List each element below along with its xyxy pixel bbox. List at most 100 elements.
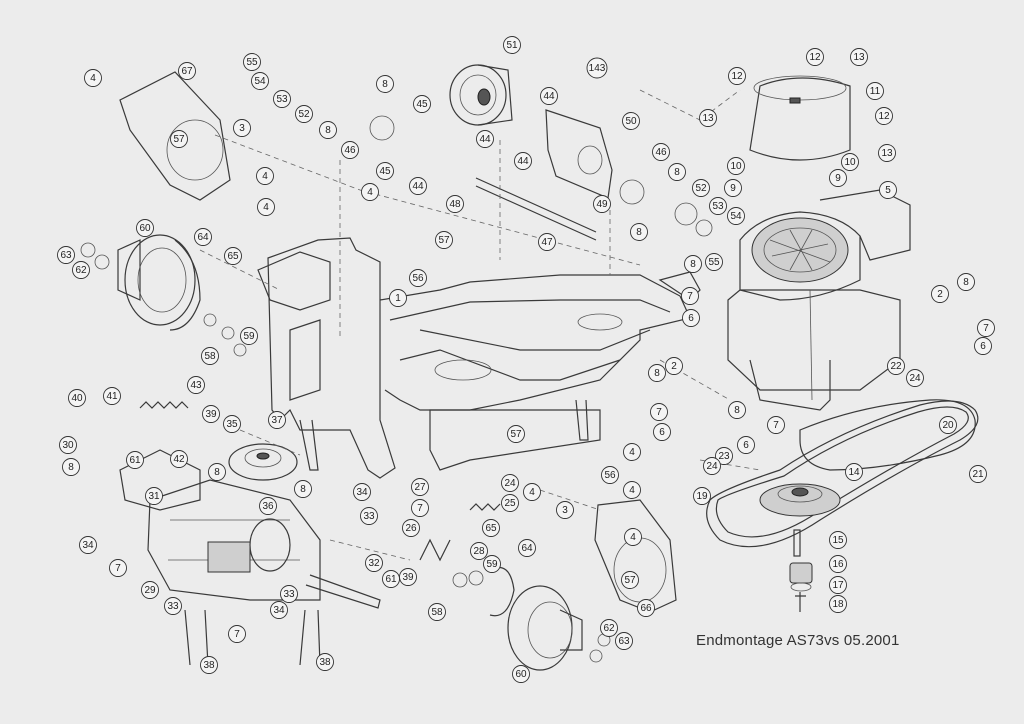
callout-circle — [482, 519, 500, 537]
part-callout-60-1: 60 — [136, 219, 154, 237]
callout-number: 49 — [596, 199, 608, 210]
callout-number: 45 — [379, 166, 391, 177]
callout-number: 24 — [504, 478, 516, 489]
callout-circle — [256, 167, 274, 185]
part-callout-56-2: 56 — [601, 466, 619, 484]
callout-circle — [382, 570, 400, 588]
callout-number: 34 — [82, 540, 94, 551]
callout-circle — [243, 53, 261, 71]
callout-number: 22 — [890, 361, 902, 372]
callout-number: 65 — [485, 523, 497, 534]
part-callout-8-10: 8 — [208, 463, 226, 481]
callout-number: 60 — [139, 223, 151, 234]
callout-number: 7 — [687, 291, 693, 302]
callout-circle — [194, 228, 212, 246]
callout-circle — [600, 619, 618, 637]
callout-number: 6 — [659, 427, 665, 438]
callout-number: 8 — [963, 277, 969, 288]
callout-circle — [939, 416, 957, 434]
callout-circle — [624, 528, 642, 546]
part-callout-19-1: 19 — [693, 487, 711, 505]
callout-circle — [767, 416, 785, 434]
part-callout-14-1: 14 — [845, 463, 863, 481]
callout-circle — [727, 157, 745, 175]
callout-circle — [402, 519, 420, 537]
callout-circle — [724, 179, 742, 197]
part-callout-44-4: 44 — [409, 177, 427, 195]
callout-number: 8 — [300, 484, 306, 495]
right-wheel-hub — [452, 566, 611, 671]
callout-number: 14 — [848, 467, 860, 478]
part-callout-20-1: 20 — [939, 416, 957, 434]
part-callout-63-1: 63 — [57, 246, 75, 264]
callout-circle — [280, 585, 298, 603]
side-plates — [119, 71, 677, 613]
callout-circle — [503, 36, 521, 54]
callout-number: 28 — [473, 546, 485, 557]
callout-number: 4 — [529, 487, 535, 498]
part-callout-52-2: 52 — [692, 179, 710, 197]
callout-number: 4 — [90, 73, 96, 84]
callout-number: 39 — [402, 572, 414, 583]
part-callout-49-1: 49 — [593, 195, 611, 213]
callout-circle — [170, 130, 188, 148]
part-callout-10-2: 10 — [841, 153, 859, 171]
callout-number: 63 — [618, 636, 630, 647]
callout-number: 2 — [671, 361, 677, 372]
callout-number: 33 — [167, 601, 179, 612]
part-callout-7-3: 7 — [650, 403, 668, 421]
callout-circle — [233, 119, 251, 137]
left-wheel-hub — [80, 234, 247, 357]
callout-circle — [737, 436, 755, 454]
part-callout-54-1: 54 — [251, 72, 269, 90]
part-callout-8-3: 8 — [668, 163, 686, 181]
callout-number: 7 — [656, 407, 662, 418]
callout-number: 50 — [625, 116, 637, 127]
part-callout-46-2: 46 — [652, 143, 670, 161]
callout-circle — [68, 389, 86, 407]
callout-circle — [652, 143, 670, 161]
part-callout-7-2: 7 — [977, 319, 995, 337]
callout-number: 57 — [438, 235, 450, 246]
callout-number: 24 — [706, 461, 718, 472]
part-callout-13-3: 13 — [878, 144, 896, 162]
part-callout-40-1: 40 — [68, 389, 86, 407]
part-callout-8-6: 8 — [957, 273, 975, 291]
callout-number: 61 — [385, 574, 397, 585]
callout-circle — [109, 559, 127, 577]
callout-circle — [728, 67, 746, 85]
callout-number: 51 — [506, 40, 518, 51]
callout-circle — [693, 487, 711, 505]
callout-number: 8 — [654, 368, 660, 379]
part-callout-45-1: 45 — [413, 95, 431, 113]
callout-number: 32 — [368, 558, 380, 569]
callout-circle — [273, 90, 291, 108]
callout-circle — [428, 603, 446, 621]
callout-number: 34 — [273, 605, 285, 616]
part-callout-61-2: 61 — [382, 570, 400, 588]
part-callout-7-7: 7 — [228, 625, 246, 643]
callout-circle — [931, 285, 949, 303]
part-callout-7-5: 7 — [411, 499, 429, 517]
callout-circle — [294, 480, 312, 498]
callout-circle — [501, 494, 519, 512]
callout-circle — [141, 581, 159, 599]
part-callout-8-8: 8 — [728, 401, 746, 419]
part-callout-29-1: 29 — [141, 581, 159, 599]
callout-number: 46 — [655, 147, 667, 158]
part-callout-62-2: 62 — [600, 619, 618, 637]
part-callout-38-1: 38 — [200, 656, 218, 674]
part-callout-64-2: 64 — [518, 539, 536, 557]
part-callout-13-2: 13 — [699, 109, 717, 127]
part-callout-58-2: 58 — [428, 603, 446, 621]
part-callout-6-3: 6 — [653, 423, 671, 441]
callout-circle — [878, 144, 896, 162]
callout-circle — [201, 347, 219, 365]
part-callout-45-2: 45 — [376, 162, 394, 180]
callout-number: 8 — [382, 79, 388, 90]
part-callout-31-1: 31 — [145, 487, 163, 505]
part-callout-34-3: 34 — [270, 601, 288, 619]
callout-number: 11 — [870, 86, 881, 97]
callout-circle — [681, 287, 699, 305]
part-callout-7-6: 7 — [109, 559, 127, 577]
